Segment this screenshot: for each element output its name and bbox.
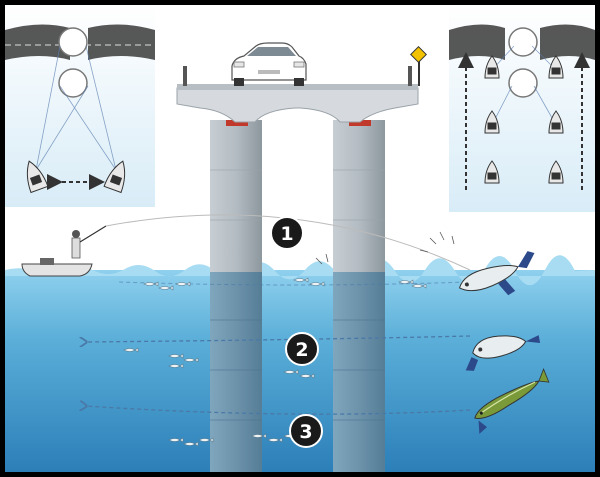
inset-right — [449, 5, 595, 212]
boat-icon — [548, 55, 564, 79]
pillar-top-view — [508, 27, 538, 57]
boat-icon — [484, 110, 500, 134]
step-number-2: 2 — [295, 339, 308, 361]
retrieve-path-1 — [117, 281, 467, 286]
baitfish-layer — [123, 277, 427, 447]
step-badge-2: 2 — [285, 332, 319, 366]
bridge-deck — [176, 66, 419, 123]
lure-icon — [465, 335, 541, 371]
bearing-right — [349, 120, 371, 126]
baitfish-icon — [168, 437, 184, 443]
baitfish-icon — [183, 357, 199, 363]
boat-icon — [103, 160, 126, 194]
step-badge-3: 3 — [289, 414, 323, 448]
boat-icon — [484, 160, 500, 184]
fishing-rod — [79, 225, 107, 243]
step-number-1: 1 — [280, 223, 293, 245]
boat-icon — [548, 110, 564, 134]
baitfish-icon — [168, 353, 184, 359]
pillar-left-submerged — [210, 272, 262, 472]
pillar-right-submerged — [333, 272, 385, 472]
step-badge-1: 1 — [270, 216, 304, 250]
pillar-top-view — [508, 68, 538, 98]
baitfish-icon — [283, 369, 299, 375]
splash-marks — [315, 231, 455, 265]
lure-icon — [458, 251, 535, 296]
railing-post-left — [183, 66, 187, 86]
baitfish-icon — [293, 277, 309, 283]
baitfish-icon — [267, 437, 283, 443]
boat-icon — [548, 160, 564, 184]
angler-boat — [21, 225, 107, 277]
warning-sign-icon — [410, 46, 427, 86]
baitfish-icon — [299, 373, 315, 379]
lure-icon — [474, 367, 550, 434]
pillar-left — [210, 120, 262, 272]
angler — [72, 230, 80, 238]
boat-icon — [484, 55, 500, 79]
baitfish-icon — [168, 363, 184, 369]
baitfish-icon — [183, 441, 199, 447]
inset-left — [5, 5, 155, 207]
pillar-right — [333, 120, 385, 272]
pillar-top-view — [58, 27, 88, 57]
bridge-pillars — [210, 120, 385, 472]
baitfish-icon — [123, 347, 139, 353]
car-icon — [231, 42, 307, 86]
baitfish-icon — [398, 279, 414, 285]
baitfish-icon — [198, 437, 214, 443]
water-surface — [5, 255, 595, 286]
railing-post-right — [408, 66, 412, 86]
baitfish-icon — [143, 281, 159, 287]
baitfish-icon — [175, 281, 191, 287]
baitfish-icon — [251, 433, 267, 439]
baitfish-icon — [309, 281, 325, 287]
bearing-left — [226, 120, 248, 126]
baitfish-icon — [411, 283, 427, 289]
step-number-3: 3 — [299, 421, 312, 443]
pillar-top-view — [58, 68, 88, 98]
boat-icon — [26, 160, 49, 194]
baitfish-icon — [158, 285, 174, 291]
